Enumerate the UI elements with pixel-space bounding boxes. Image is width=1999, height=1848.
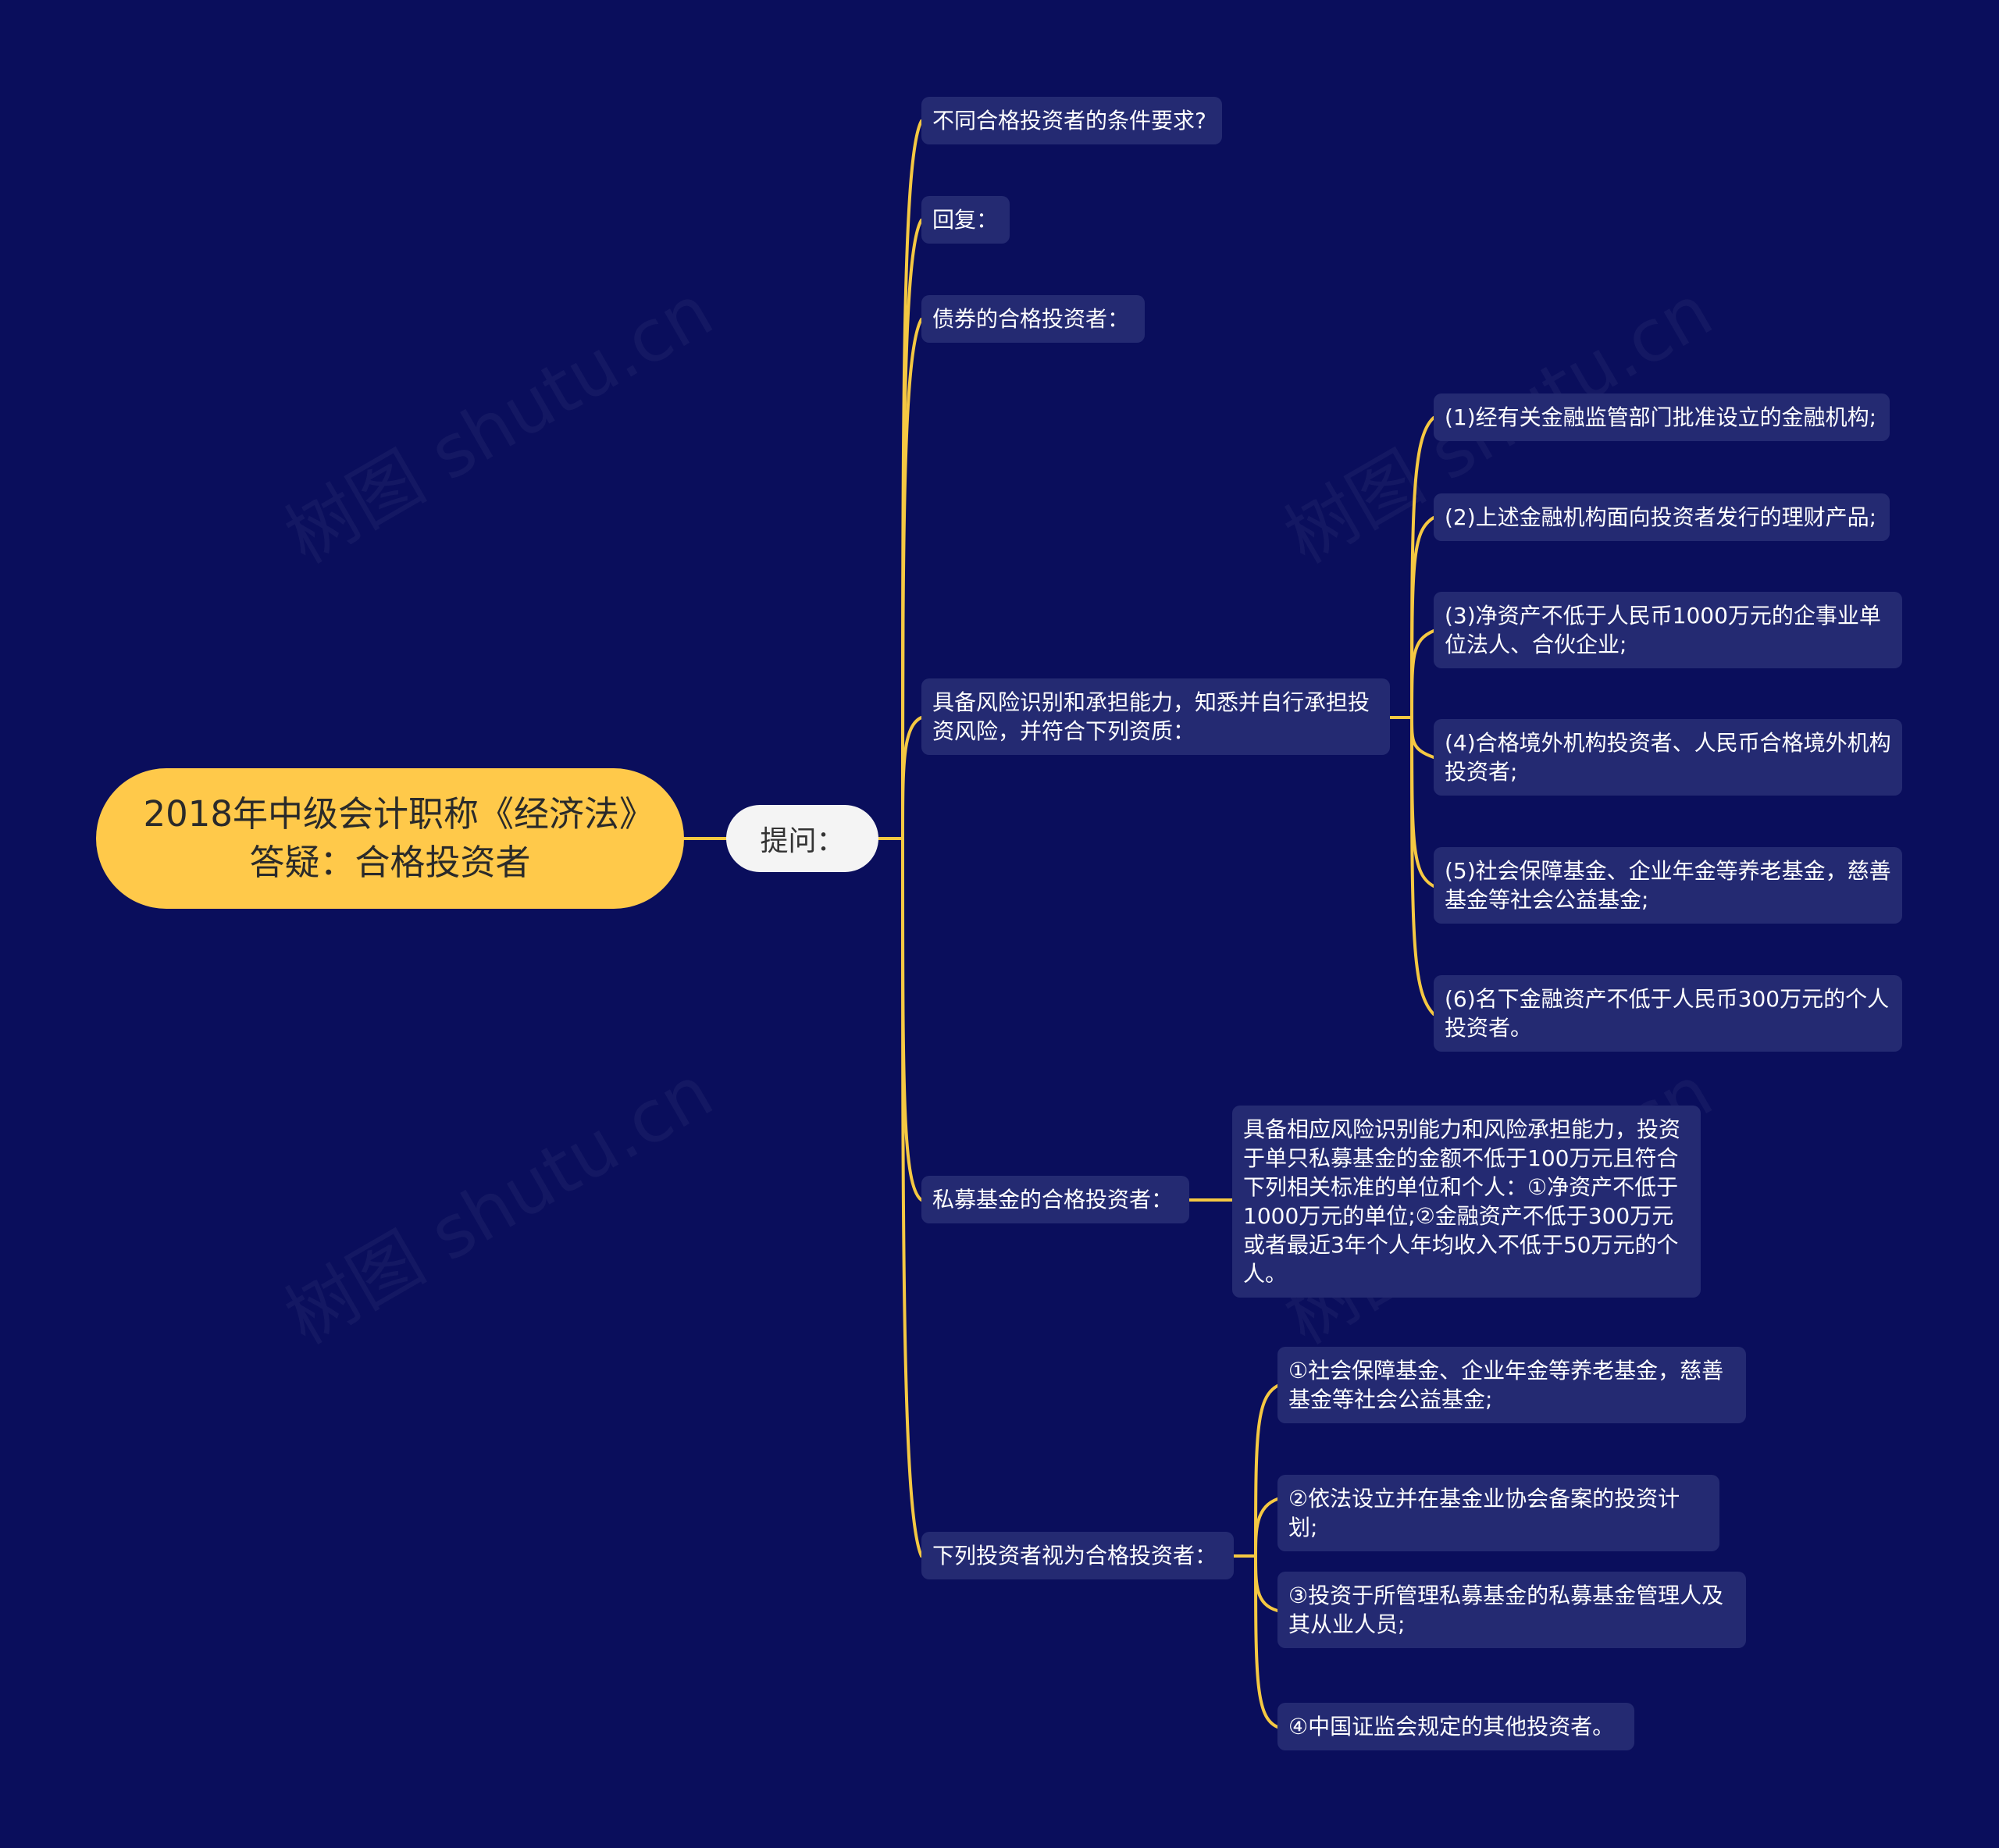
leaf-node[interactable]: ④中国证监会规定的其他投资者。 xyxy=(1277,1703,1634,1750)
connector xyxy=(901,837,923,1202)
connector xyxy=(1410,516,1435,719)
connector xyxy=(901,716,923,840)
leaf-node-label: (4)合格境外机构投资者、人民币合格境外机构投资者; xyxy=(1445,730,1891,785)
leaf-node[interactable]: 具备相应风险识别能力和风险承担能力，投资于单只私募基金的金额不低于100万元且符… xyxy=(1232,1106,1701,1298)
connector xyxy=(1410,629,1435,719)
branch-node[interactable]: 债券的合格投资者： xyxy=(921,295,1145,343)
leaf-node-label: ④中国证监会规定的其他投资者。 xyxy=(1288,1714,1615,1739)
branch-node-label: 具备风险识别和承担能力，知悉并自行承担投资风险，并符合下列资质： xyxy=(932,689,1370,744)
connector xyxy=(1254,1384,1279,1558)
branch-node[interactable]: 下列投资者视为合格投资者： xyxy=(921,1532,1234,1579)
root-topic[interactable]: 2018年中级会计职称《经济法》答疑：合格投资者 xyxy=(96,768,684,909)
root-topic-label: 2018年中级会计职称《经济法》答疑：合格投资者 xyxy=(143,793,637,883)
connector xyxy=(901,837,923,1558)
leaf-node-label: (1)经有关金融监管部门批准设立的金融机构; xyxy=(1445,404,1877,430)
leaf-node[interactable]: (4)合格境外机构投资者、人民币合格境外机构投资者; xyxy=(1434,719,1902,796)
leaf-node-label: ②依法设立并在基金业协会备案的投资计划; xyxy=(1288,1486,1680,1540)
branch-node-label: 下列投资者视为合格投资者： xyxy=(932,1543,1217,1568)
leaf-node[interactable]: (1)经有关金融监管部门批准设立的金融机构; xyxy=(1434,393,1890,441)
hub-topic[interactable]: 提问： xyxy=(726,805,878,872)
leaf-node-label: ③投资于所管理私募基金的私募基金管理人及其从业人员; xyxy=(1288,1583,1724,1637)
connector xyxy=(901,318,923,840)
branch-node[interactable]: 具备风险识别和承担能力，知悉并自行承担投资风险，并符合下列资质： xyxy=(921,678,1390,755)
branch-node[interactable]: 私募基金的合格投资者： xyxy=(921,1176,1189,1223)
leaf-node[interactable]: ②依法设立并在基金业协会备案的投资计划; xyxy=(1277,1475,1719,1551)
leaf-node-label: (5)社会保障基金、企业年金等养老基金，慈善基金等社会公益基金; xyxy=(1445,858,1891,913)
leaf-node-label: 具备相应风险识别能力和风险承担能力，投资于单只私募基金的金额不低于100万元且符… xyxy=(1243,1116,1681,1287)
leaf-node-label: (6)名下金融资产不低于人民币300万元的个人投资者。 xyxy=(1445,986,1890,1041)
leaf-node-label: (2)上述金融机构面向投资者发行的理财产品; xyxy=(1445,504,1877,530)
connector xyxy=(1254,1554,1279,1729)
connector xyxy=(1410,716,1435,759)
leaf-node[interactable]: (6)名下金融资产不低于人民币300万元的个人投资者。 xyxy=(1434,975,1902,1052)
leaf-node-label: (3)净资产不低于人民币1000万元的企事业单位法人、合伙企业; xyxy=(1445,603,1881,657)
leaf-node[interactable]: (5)社会保障基金、企业年金等养老基金，慈善基金等社会公益基金; xyxy=(1434,847,1902,924)
branch-node-label: 私募基金的合格投资者： xyxy=(932,1187,1174,1212)
leaf-node[interactable]: ③投资于所管理私募基金的私募基金管理人及其从业人员; xyxy=(1277,1572,1746,1648)
leaf-node[interactable]: (2)上述金融机构面向投资者发行的理财产品; xyxy=(1434,493,1890,541)
branch-node[interactable]: 不同合格投资者的条件要求? xyxy=(921,97,1222,144)
leaf-node[interactable]: ①社会保障基金、企业年金等养老基金，慈善基金等社会公益基金; xyxy=(1277,1347,1746,1423)
connector xyxy=(1254,1554,1279,1612)
connector xyxy=(1254,1497,1279,1558)
branch-node-label: 回复： xyxy=(932,207,999,233)
branch-node-label: 不同合格投资者的条件要求? xyxy=(932,108,1206,134)
branch-node-label: 债券的合格投资者： xyxy=(932,306,1130,332)
leaf-node-label: ①社会保障基金、企业年金等养老基金，慈善基金等社会公益基金; xyxy=(1288,1358,1724,1412)
hub-topic-label: 提问： xyxy=(760,825,845,857)
connector xyxy=(1410,716,1435,1016)
leaf-node[interactable]: (3)净资产不低于人民币1000万元的企事业单位法人、合伙企业; xyxy=(1434,592,1902,668)
branch-node[interactable]: 回复： xyxy=(921,196,1010,244)
